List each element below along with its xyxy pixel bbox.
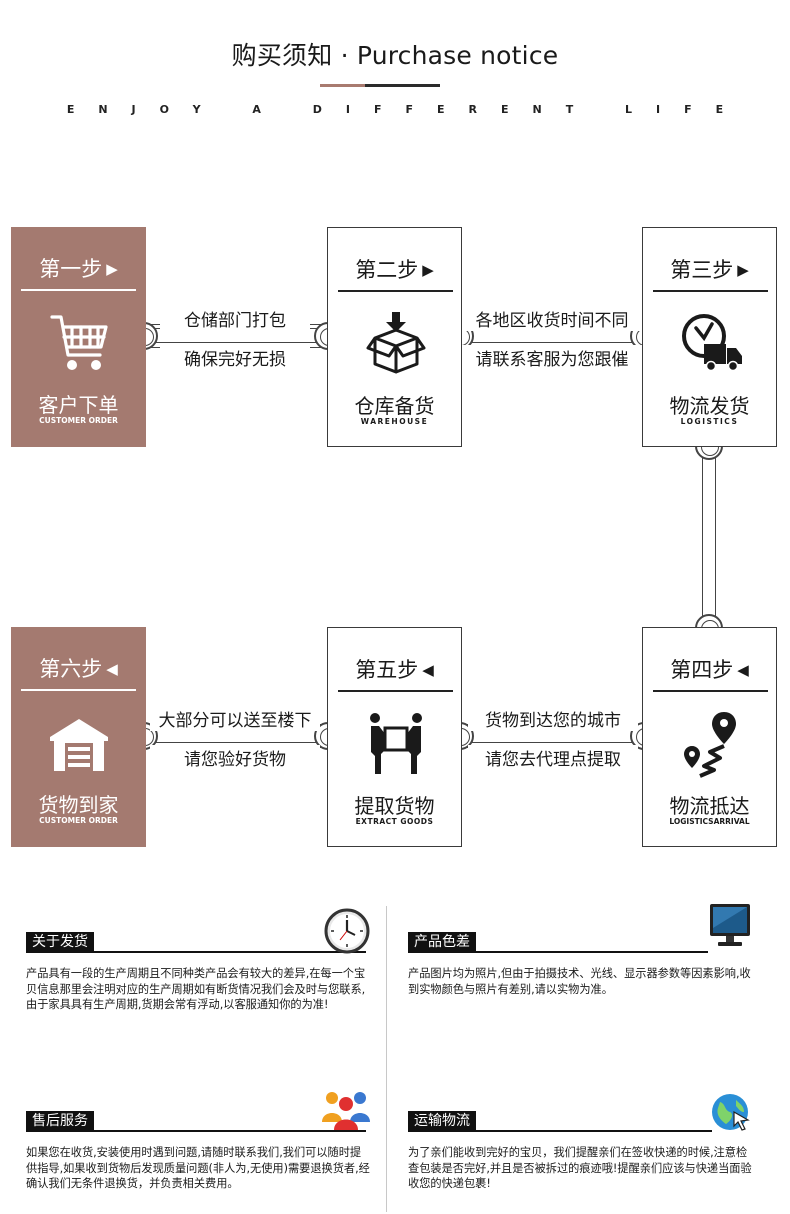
step-card-6: 第六步◀ 货物到家 CUSTOMER ORDER: [11, 627, 146, 847]
step-name: 仓库备货: [354, 394, 435, 418]
note-text-color: 产品图片均为照片,但由于拍摄技术、光线、显示器参数等因素影响,收到实物颜色与照片…: [408, 967, 751, 996]
note-rule: [408, 951, 708, 953]
step-card-3: 第三步▶ 物流发货 LOGISTICS: [642, 227, 777, 447]
step-label: 第六步◀: [39, 657, 118, 681]
step-subtitle: EXTRACT GOODS: [355, 817, 434, 826]
note-text-logistics: 为了亲们能收到完好的宝贝，我们提醒亲们在签收快递的时候,注意检查包装是否完好,并…: [408, 1146, 752, 1190]
step-subtitle: CUSTOMER ORDER: [39, 416, 118, 425]
connector-3-line-2: 请您去代理点提取: [468, 745, 638, 770]
step-card-1: 第一步▶ 客户下单 CUSTOMER ORDER: [11, 227, 146, 447]
connector-2-line-2: 请联系客服为您跟催: [462, 345, 642, 370]
step-name: 物流发货: [669, 394, 750, 418]
note-text-shipping: 产品具有一段的生产周期且不同种类产品会有较大的差异,在每一个宝贝信息那里会注明对…: [26, 967, 366, 1011]
title-underline-accent: [320, 84, 365, 87]
note-text-after-sales: 如果您在收货,安装使用时遇到问题,请随时联系我们,我们可以随时提供指导,如果收到…: [26, 1146, 370, 1190]
note-rule: [26, 1130, 366, 1132]
title-underline-dark: [365, 84, 440, 87]
note-title-after-sales: 售后服务: [26, 1111, 94, 1131]
step-label: 第四步◀: [670, 658, 749, 682]
step-name: 提取货物: [354, 794, 435, 818]
step-label: 第二步▶: [355, 258, 434, 282]
connector-4-line-1: 大部分可以送至楼下: [150, 706, 320, 731]
step-card-5: 第五步◀ 提取货物 EXTRACT GOODS: [327, 627, 462, 847]
note-rule: [408, 1130, 712, 1132]
step-divider: [653, 290, 768, 292]
tagline: ENJOY A DIFFERENT LIFE: [66, 103, 748, 116]
home-warehouse-icon: [50, 719, 108, 771]
note-rule: [26, 951, 366, 953]
step-label: 第三步▶: [670, 258, 749, 282]
page-title: 购买须知 · Purchase notice: [231, 41, 559, 70]
step-card-2: 第二步▶ 仓库备货 WAREHOUSE: [327, 227, 462, 447]
note-title-shipping: 关于发货: [26, 932, 94, 952]
step-name: 物流抵达: [669, 794, 750, 818]
connector-1-line-1: 仓储部门打包: [160, 306, 310, 331]
step-divider: [653, 690, 768, 692]
step-card-4: 第四步◀ 物流抵达 LOGISTICSARRIVAL: [642, 627, 777, 847]
movers-icon: [370, 713, 422, 774]
step-divider: [21, 689, 136, 691]
connector-3-line-1: 货物到达您的城市: [468, 706, 638, 731]
monitor-icon: [710, 904, 750, 946]
shopping-cart-icon: [50, 315, 108, 370]
step-subtitle: LOGISTICS: [680, 417, 739, 426]
step-divider: [21, 289, 136, 291]
step-name: 客户下单: [38, 393, 119, 417]
connector-2-line-1: 各地区收货时间不同: [462, 306, 642, 331]
note-title-color: 产品色差: [408, 932, 476, 952]
connector-1-line-2: 确保完好无损: [160, 345, 310, 370]
wall-clock-icon: [324, 908, 370, 954]
step-name: 货物到家: [38, 793, 119, 817]
step-subtitle: WAREHOUSE: [360, 417, 429, 426]
connector-3-4: [702, 454, 716, 624]
step-subtitle: CUSTOMER ORDER: [39, 816, 118, 825]
step-label: 第五步◀: [355, 658, 434, 682]
notes-divider: [386, 906, 387, 1212]
step-divider: [338, 290, 453, 292]
note-title-logistics: 运输物流: [408, 1111, 476, 1131]
connector-4-line-2: 请您验好货物: [150, 745, 320, 770]
package-box-icon: [366, 312, 426, 374]
people-group-icon: [322, 1092, 370, 1130]
delivery-truck-icon: [682, 314, 742, 372]
step-divider: [338, 690, 453, 692]
globe-cursor-icon: [712, 1094, 750, 1131]
location-pin-icon: [684, 712, 736, 778]
step-subtitle: LOGISTICSARRIVAL: [669, 817, 750, 826]
step-label: 第一步▶: [39, 257, 118, 281]
